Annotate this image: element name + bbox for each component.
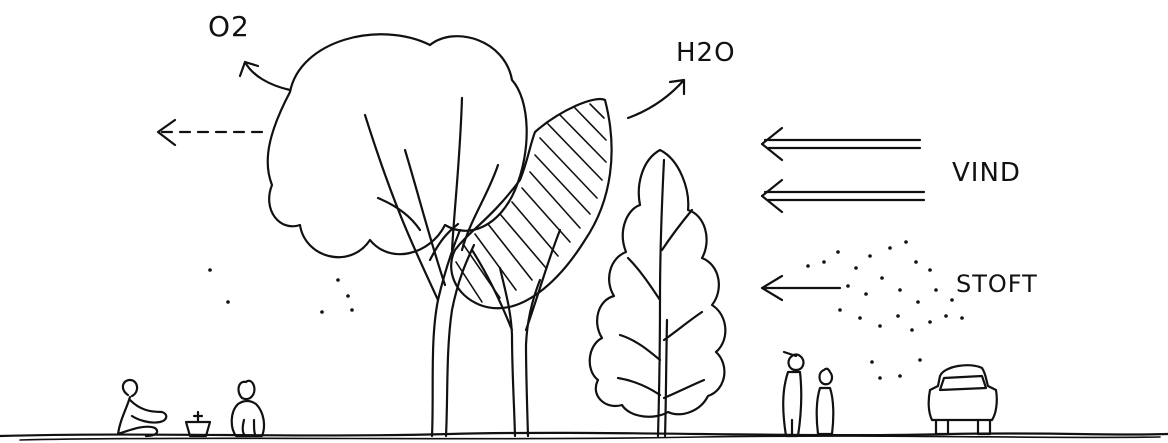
- reclining-person: [118, 380, 166, 436]
- water-arrow: [628, 80, 684, 118]
- standing-people: [783, 352, 833, 436]
- oxygen-label: O2: [208, 10, 250, 43]
- scalloped-tree-trunk: [618, 160, 704, 436]
- standing-person-child: [817, 369, 834, 434]
- wind-arrow: [762, 180, 924, 212]
- scalloped-tree: [590, 150, 726, 436]
- oxygen-arrow: [240, 62, 290, 90]
- picnic-basket: [186, 412, 210, 436]
- scalloped-tree-canopy: [590, 150, 726, 417]
- car: [929, 365, 997, 434]
- hatched-tree: [451, 99, 611, 436]
- wind-label: VIND: [952, 158, 1021, 188]
- hatched-tree-canopy: [451, 99, 611, 308]
- large-tree: [268, 34, 527, 436]
- standing-person-adult: [783, 352, 803, 436]
- ground-line: [0, 433, 1168, 436]
- water-label: H2O: [676, 38, 736, 68]
- picnic-people: [118, 380, 264, 436]
- sitting-person: [232, 381, 264, 436]
- car-windshield: [940, 376, 986, 390]
- wind-arrow: [762, 128, 920, 160]
- hatched-tree-shading: [456, 104, 606, 302]
- clean-air-dots: [208, 268, 354, 314]
- car-body: [929, 365, 997, 420]
- dust-label: STOFT: [956, 270, 1038, 298]
- dust-particles: [806, 240, 964, 380]
- large-tree-branches: [365, 98, 498, 300]
- wind-arrows: [762, 128, 924, 300]
- car-wheels: [936, 420, 990, 434]
- dust-arrow: [762, 276, 840, 300]
